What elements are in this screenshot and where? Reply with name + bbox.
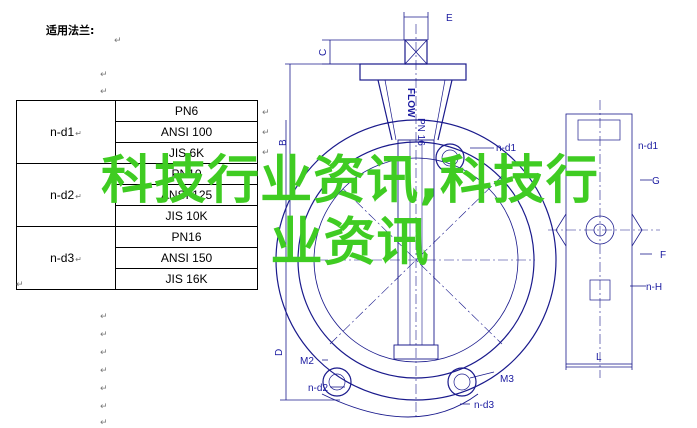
dim-C-label: C [318, 49, 329, 56]
table-row: n-d1↵PN6 [16, 100, 258, 164]
table-row: ANSI 150 [17, 247, 258, 269]
thread-label-M2: M2 [300, 356, 314, 367]
side-bolt-label-nd1: n-d1 [638, 141, 658, 152]
paragraph-mark: ↵ [100, 418, 108, 428]
pressure-marking: PN 16 [415, 118, 426, 146]
bolt-hole-top [435, 143, 465, 173]
paragraph-mark: ↵ [100, 87, 108, 97]
bolt-group-label: n-d3↵ [16, 226, 116, 290]
hole-label-nH: n-H [646, 282, 662, 293]
paragraph-mark: ↵ [100, 348, 108, 358]
paragraph-mark: ↵ [100, 402, 108, 412]
bolt-group-label: n-d2↵ [16, 163, 116, 227]
bolt-hole-left [322, 367, 352, 397]
paragraph-mark: ↵ [100, 330, 108, 340]
paragraph-mark: ↵ [100, 366, 108, 376]
thread-label-M3: M3 [500, 374, 514, 385]
dim-G-label: G [652, 176, 660, 187]
paragraph-mark: ↵ [100, 70, 108, 80]
applicable-flange-label: 适用法兰: [46, 24, 95, 37]
top-flange [359, 63, 467, 81]
paragraph-mark: ↵ [100, 384, 108, 394]
dim-E-label: E [446, 13, 453, 24]
paragraph-mark: ↵ [262, 148, 270, 158]
dim-D-label: D [274, 349, 285, 356]
dim-L-label: L [596, 352, 602, 363]
bolt-label-nd3: n-d3 [474, 400, 494, 411]
flow-marking: FLOW [405, 88, 416, 118]
bolt-hole-right [447, 367, 477, 397]
table-row: JIS 16K [17, 268, 258, 290]
bolt-label-nd1: n-d1 [496, 143, 516, 154]
bolt-label-nd2: n-d2 [308, 383, 328, 394]
dim-F-label: F [660, 250, 666, 261]
dim-B-label: B [278, 139, 289, 146]
paragraph-mark: ↵ [100, 312, 108, 322]
paragraph-mark: ↵ [16, 280, 24, 290]
bolt-group-label: n-d1↵ [16, 100, 116, 164]
flange-standard-cell: JIS 16K [115, 268, 258, 290]
flange-standard-cell: ANSI 150 [115, 247, 258, 269]
paragraph-mark: ↵ [262, 128, 270, 138]
paragraph-mark: ↵ [262, 108, 270, 118]
paragraph-mark: ↵ [114, 36, 122, 46]
